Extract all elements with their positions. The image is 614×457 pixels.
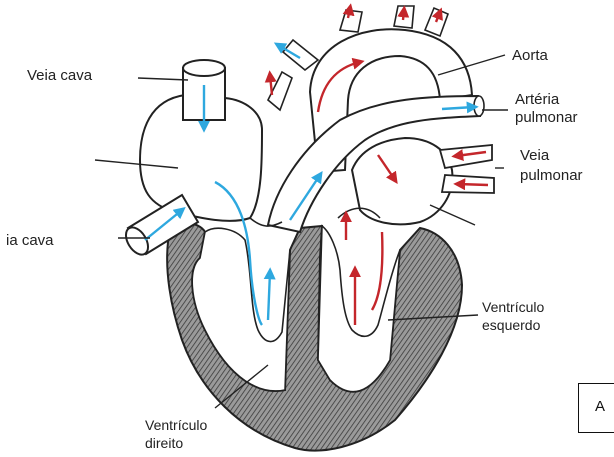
left-atrium [352, 138, 452, 224]
label-ventriculo-esquerdo-line2: esquerdo [482, 317, 541, 333]
label-ventriculo-direito-line1: Ventrículo [145, 417, 207, 433]
pulmonary-vein-upper [440, 145, 492, 168]
label-arteria-pulmonar-line1: Artéria [515, 91, 560, 108]
aorta-left-branch [283, 40, 318, 70]
label-ventriculo-direito-line2: direito [145, 435, 183, 451]
label-ventriculo-esquerdo-line1: Ventrículo [482, 299, 544, 315]
legend-box: A [578, 383, 614, 433]
label-veia-cava-superior: Veia cava [27, 67, 93, 84]
label-veia-pulmonar-line2: pulmonar [520, 167, 583, 184]
legend-text: A [595, 398, 605, 415]
label-aorta: Aorta [512, 47, 549, 64]
label-veia-cava-inferior: ia cava [6, 232, 54, 249]
label-arteria-pulmonar-line2: pulmonar [515, 109, 578, 126]
label-veia-pulmonar-line1: Veia [520, 147, 550, 164]
aorta-branch-1 [340, 10, 362, 32]
